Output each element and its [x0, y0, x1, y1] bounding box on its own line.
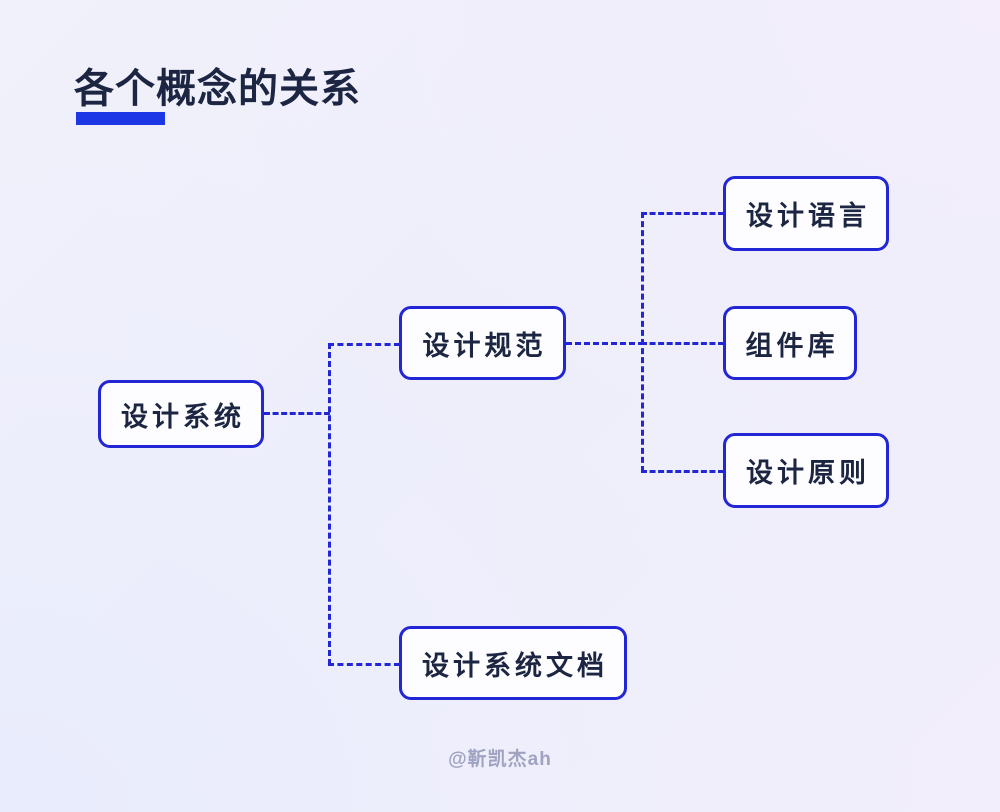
- connector-right-spine-to-language: [641, 212, 724, 215]
- node-design-language[interactable]: 设计语言: [723, 176, 889, 251]
- page-title: 各个概念的关系: [74, 67, 361, 111]
- connector-right-spine-to-principle: [641, 470, 724, 473]
- connector-right-spine-to-complib: [641, 342, 724, 345]
- page-title-group: 各个概念的关系: [74, 62, 361, 125]
- watermark-text: @靳凯杰ah: [448, 749, 552, 770]
- node-component-library[interactable]: 组件库: [723, 306, 857, 380]
- node-design-system-doc[interactable]: 设计系统文档: [399, 626, 627, 700]
- node-design-principle[interactable]: 设计原则: [723, 433, 889, 508]
- connector-left-spine: [328, 343, 331, 665]
- connector-left-spine-to-doc: [328, 663, 400, 666]
- title-underline-bar: [76, 112, 165, 125]
- connector-design-spec-out: [566, 342, 644, 345]
- node-design-system[interactable]: 设计系统: [98, 380, 264, 448]
- connector-left-spine-to-spec: [328, 343, 400, 346]
- connector-design-system-out: [264, 412, 330, 415]
- node-design-spec[interactable]: 设计规范: [399, 306, 566, 380]
